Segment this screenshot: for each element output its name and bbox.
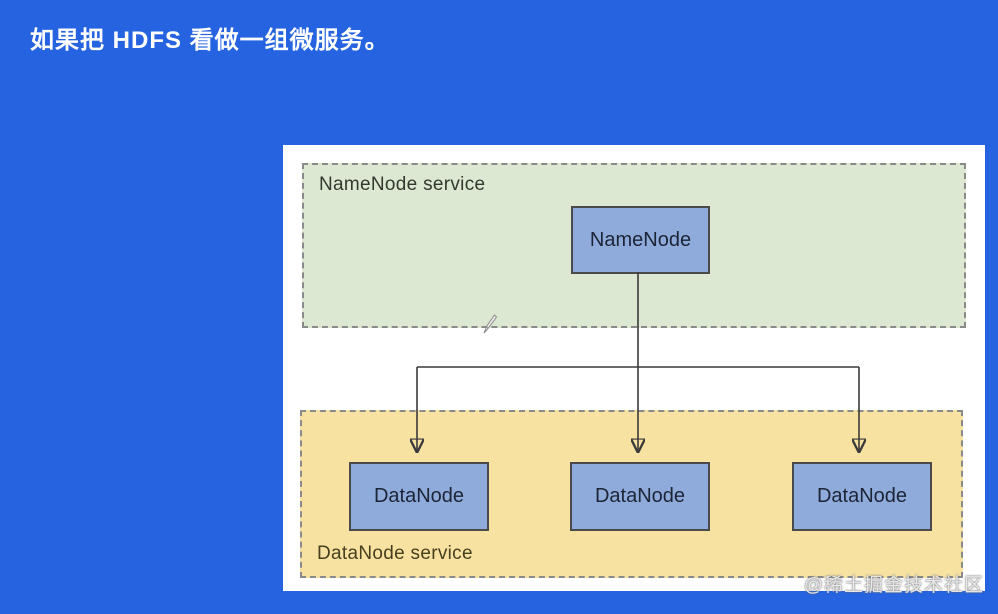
datanode-node-3-label: DataNode <box>816 485 908 507</box>
pen-cursor-icon <box>483 314 498 334</box>
datanode-node-2: DataNode <box>570 462 710 531</box>
datanode-service-label: DataNode service <box>317 543 473 564</box>
datanode-node-1: DataNode <box>349 462 489 531</box>
slide-title: 如果把 HDFS 看做一组微服务。 <box>30 27 390 54</box>
namenode-node: NameNode <box>571 206 710 274</box>
datanode-service-zone: DataNode DataNode DataNode DataNode serv… <box>300 410 963 578</box>
namenode-node-label: NameNode <box>589 228 692 251</box>
datanode-node-1-label: DataNode <box>373 485 465 507</box>
watermark: @稀土掘金技术社区 <box>803 575 984 596</box>
datanode-node-2-label: DataNode <box>594 485 686 507</box>
namenode-service-label: NameNode service <box>319 174 486 195</box>
datanode-node-3: DataNode <box>792 462 932 531</box>
diagram-panel: NameNode service NameNode DataNode DataN… <box>283 145 985 591</box>
namenode-service-zone: NameNode service NameNode <box>302 163 966 328</box>
